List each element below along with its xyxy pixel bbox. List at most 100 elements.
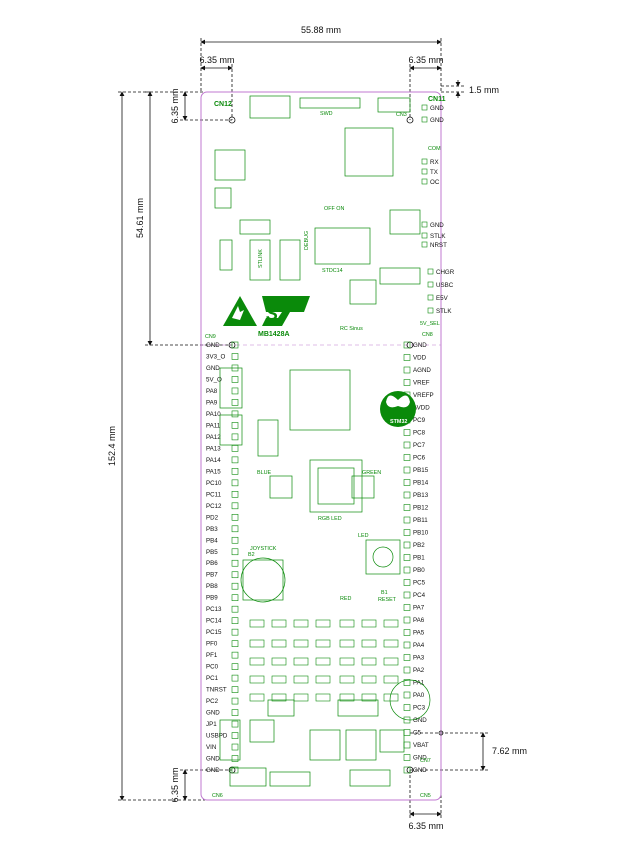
label-reset: RESET [378,597,397,603]
right-pin-pad [403,541,411,549]
connector-cn12: CN12 [214,101,232,108]
stm32-butterfly-icon [380,391,416,427]
left-pin-pad [231,548,239,556]
left-pin-label: VIN [206,744,216,751]
resistor-footprint [361,675,377,684]
right-top-pin-label: GND [430,117,444,124]
resistor-footprint [293,657,309,666]
right-power-pin-label: E5V [436,295,449,302]
right-top-pin-label: GND [430,105,444,112]
connector-cn11: CN11 [428,96,446,103]
right-top-pin-label: OC [430,179,440,186]
resistor-footprint [383,639,399,648]
right-power-pin-pad [427,268,434,275]
right-pin-label: PB11 [413,517,428,524]
right-pin-label: VREFP [413,392,434,399]
left-pin-pad [231,353,239,360]
resistor-footprint [383,693,399,702]
svg-text:ST: ST [266,304,291,324]
label-com: COM [428,146,441,152]
label-swd: SWD [320,111,333,117]
connector-cn6: CN6 [212,793,223,799]
right-pin-pad [403,679,411,686]
left-pin-label: PC13 [206,606,222,613]
mounting-hole-icon [228,116,444,774]
right-pin-label: PC3 [413,705,426,712]
right-pin-pad [403,479,411,486]
left-pin-pad [231,628,239,636]
label-off-on: OFF ON [324,206,344,212]
left-pin-label: GND [206,365,220,372]
left-pin-pad [231,433,239,441]
left-pin-pad [231,720,239,728]
left-pin-label: PC0 [206,664,219,671]
left-pin-label: PA14 [206,457,221,464]
right-power-pin-label: CHGR [436,269,455,276]
right-power-pin-pad [427,307,434,314]
left-pin-pad [231,341,239,349]
left-pin-label: PF1 [206,652,218,659]
resistor-footprint [315,693,331,702]
resistor-footprint [361,639,377,648]
dim-board-width: 55.88 mm [301,25,341,35]
right-top-pin-pad [421,232,428,239]
resistor-footprint [249,675,265,684]
right-pin-pad [403,454,411,461]
resistor-footprint [249,619,265,628]
right-pin-label: PC8 [413,430,426,437]
left-pin-pad [231,709,239,716]
right-pin-pad [403,691,411,699]
right-pin-label: PA4 [413,642,425,649]
right-top-pin-label: TX [430,169,438,176]
left-pin-pad [231,571,239,579]
resistor-footprint [383,619,399,628]
label-led: LED [358,533,369,539]
right-pin-label: AVDD [413,405,430,412]
resistor-footprint [339,675,355,684]
left-pin-pad [231,605,239,613]
resistor-footprint [293,675,309,684]
resistor-footprint [339,657,355,666]
left-pin-pad [231,468,239,475]
resistor-footprint [293,639,309,648]
label-rc-sinus: RC Sinus [340,326,363,332]
dim-bottom-left: 6.35 mm [170,767,180,802]
mcu-logo-text: STM32 [390,419,407,425]
right-pin-label: PB10 [413,530,429,537]
right-pin-label: GND [413,755,427,762]
resistor-footprint [315,619,331,628]
right-pin-label: AGND [413,367,431,374]
left-pin-label: PB8 [206,583,218,590]
led-red-label: RED [340,596,351,602]
left-pin-label: PC14 [206,618,222,625]
right-pin-label: VDD [413,355,427,362]
left-pin-header: GND3V3_OGND5V_OPA8PA9PA10PA11PA12PA13PA1… [206,341,239,774]
right-top-pin-label: RX [430,159,439,166]
dim-hole-gap: 1.5 mm [469,85,499,95]
left-pin-pad [231,582,239,590]
left-pin-label: PC11 [206,491,222,498]
left-pin-pad [231,387,239,395]
right-power-pin-label: STLK [436,308,452,315]
left-pin-label: PB5 [206,549,218,556]
dim-right-pitch: 7.62 mm [492,746,527,756]
right-power-pin-label: USBC [436,282,454,289]
right-pin-label: PA2 [413,667,425,674]
right-pin-pad [403,354,411,361]
connector-cn5: CN5 [420,793,431,799]
right-pin-pad [403,429,411,436]
right-pin-label: PA5 [413,630,425,637]
right-pin-label: VREF [413,380,430,387]
right-pin-label: PA6 [413,617,425,624]
label-rgb-led: RGB LED [318,516,342,522]
right-pin-label: VBAT [413,742,429,749]
right-power-pin-pad [427,294,434,301]
right-top-pin-pad [421,221,428,228]
right-pin-pad [403,341,411,349]
right-power-pin-header: CHGR USBC E5V STLK [427,268,455,315]
left-pin-pad [231,456,239,464]
resistor-footprint [271,619,287,628]
connector-cn8: CN8 [422,332,433,338]
right-pin-pad [403,554,411,561]
